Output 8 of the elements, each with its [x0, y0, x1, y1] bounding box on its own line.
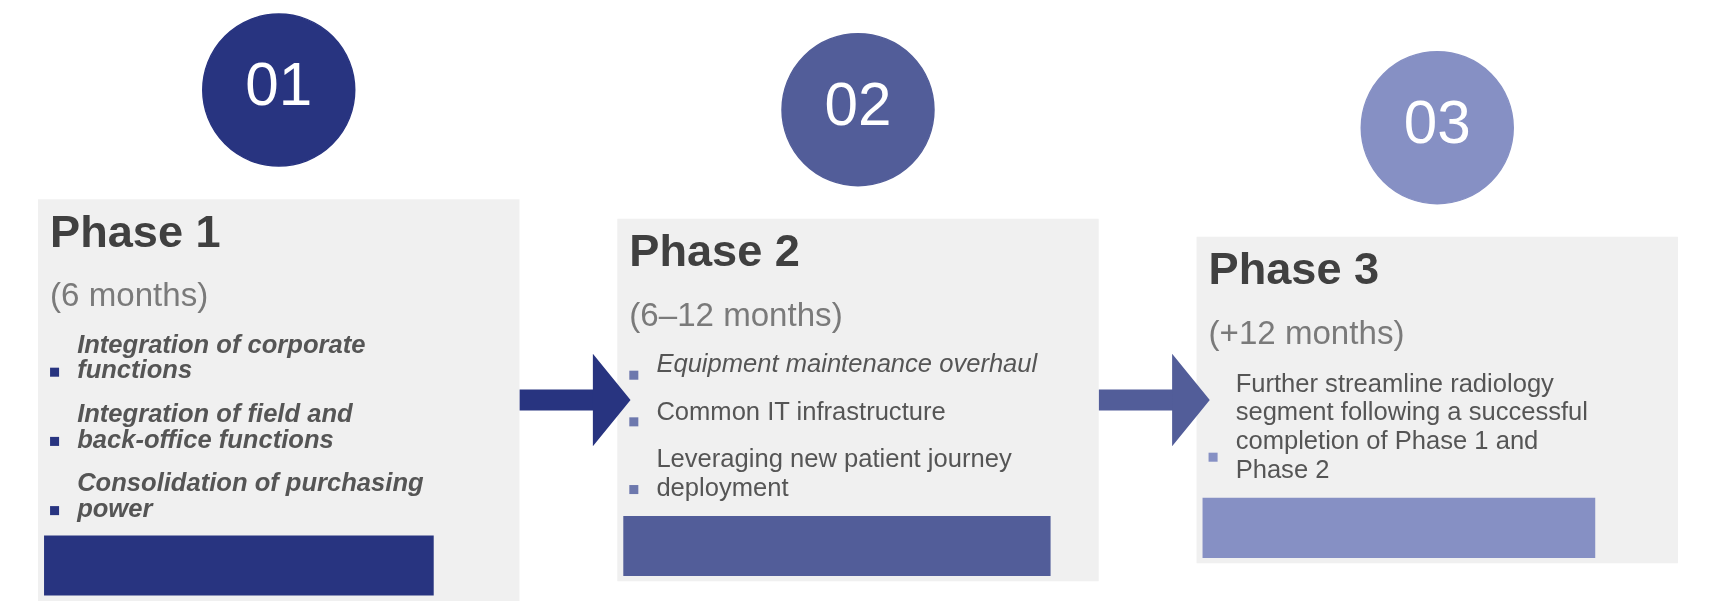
node-circle: 02 — [781, 32, 935, 187]
node-circle: 01 — [202, 13, 356, 167]
arrow — [519, 353, 631, 447]
arrow — [1098, 353, 1210, 447]
node-box: Phase 3 (+12 months) Further streamline radiology segment following a successful completion of Phase 1 and Phase 2 — [1196, 236, 1678, 564]
node-circle: 03 — [1360, 51, 1514, 205]
node-box: Phase 1 (6 months) Integration of corporate functions Integration of field and back-office functions Consolidation of purchasing power — [38, 199, 520, 601]
node-box: Phase 2 (6–12 months) Equipment maintenance overhaul Common IT infrastructure Leveraging new patient journey deployment — [617, 218, 1099, 582]
